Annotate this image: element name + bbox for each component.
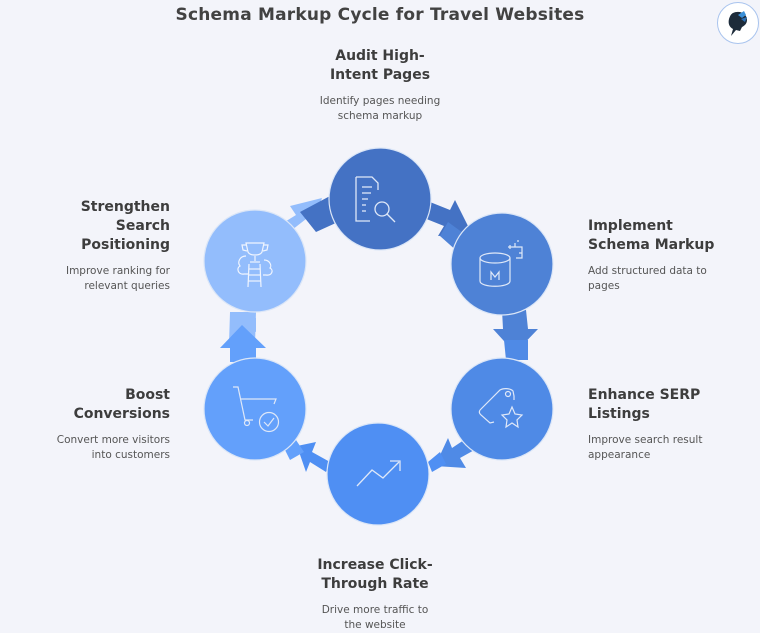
step-1-description: Identify pages needing schema markup	[319, 95, 441, 122]
step-2-title: Implement Schema Markup	[588, 218, 715, 253]
step-2-description: Add structured data to pages	[588, 265, 707, 292]
step-5-description: Convert more visitors into customers	[56, 434, 170, 461]
step-1-title: Audit High- Intent Pages	[329, 48, 431, 83]
logo	[717, 2, 759, 44]
tag-star-icon	[478, 388, 524, 429]
step-3-label: Enhance SERP Listings Improve search res…	[588, 386, 758, 462]
step-5-title: Boost Conversions	[73, 387, 170, 422]
step-3-title: Enhance SERP Listings	[588, 387, 701, 422]
step-6-title: Strengthen Search Positioning	[80, 199, 170, 253]
step-4-description: Drive more traffic to the website	[321, 604, 429, 631]
step-2-node	[450, 212, 554, 316]
arrow-5-to-6	[220, 312, 266, 362]
page-title: Schema Markup Cycle for Travel Websites	[175, 5, 585, 25]
step-4-title: Increase Click- Through Rate	[317, 557, 433, 592]
step-1-label: Audit High- Intent Pages Identify pages …	[280, 47, 480, 123]
step-4-label: Increase Click- Through Rate Drive more …	[275, 556, 475, 632]
trophy-ladder-icon	[237, 242, 273, 288]
step-1-node	[328, 147, 432, 251]
arrow-2-to-3	[493, 310, 538, 360]
cart-check-icon	[233, 386, 280, 433]
step-5-node	[203, 357, 307, 461]
step-6-label: Strengthen Search Positioning Improve ra…	[10, 198, 170, 293]
step-4-node	[326, 422, 430, 526]
brain-head-icon	[728, 11, 747, 36]
database-markup-icon	[479, 240, 523, 287]
step-5-label: Boost Conversions Convert more visitors …	[10, 386, 170, 462]
step-3-node	[450, 357, 554, 461]
step-6-description: Improve ranking for relevant queries	[65, 265, 170, 292]
document-search-icon	[355, 176, 396, 223]
step-3-description: Improve search result appearance	[588, 434, 703, 461]
trending-up-icon	[356, 460, 401, 487]
step-2-label: Implement Schema Markup Add structured d…	[588, 217, 758, 293]
step-6-node	[203, 209, 307, 313]
